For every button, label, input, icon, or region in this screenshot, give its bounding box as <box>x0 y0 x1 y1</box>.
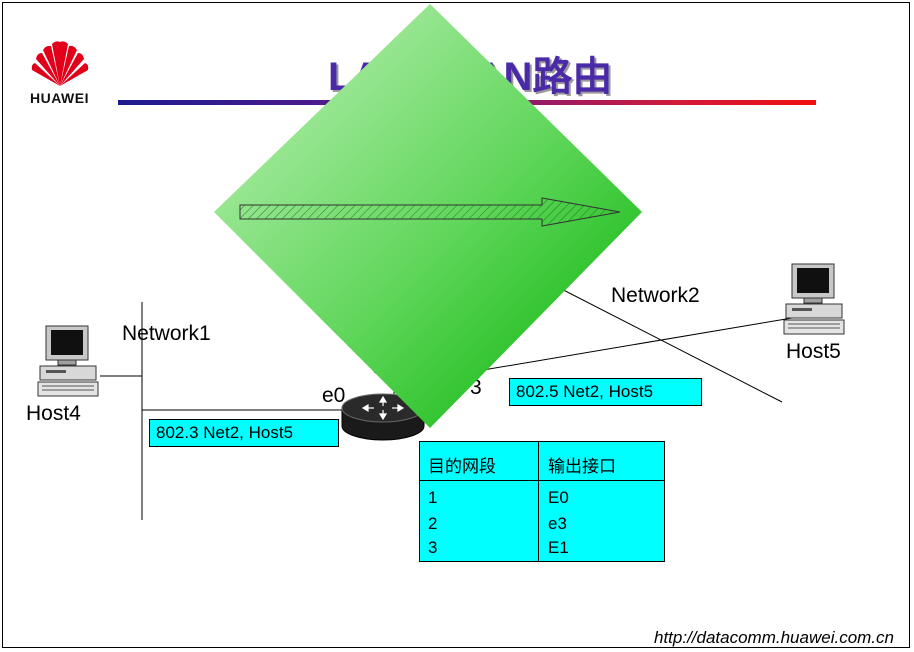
router-port-e0: e0 <box>322 384 346 407</box>
routing-table: 目的网段 输出接口 1 E0 2 e3 3 E1 <box>419 441 665 562</box>
frame-802-5-box: 802.5 Net2, Host5 <box>509 378 702 406</box>
footer-url: http://datacomm.huawei.com.cn <box>653 628 894 647</box>
routing-table-row-2-dest: 2 <box>428 514 438 533</box>
network1-label: Network1 <box>122 322 211 345</box>
frame-802-3-box: 802.3 Net2, Host5 <box>149 419 339 447</box>
router-port-e3: 3 <box>470 376 482 399</box>
host5-computer-icon <box>783 263 845 335</box>
routing-table-row-1-iface: E0 <box>548 488 569 507</box>
routing-table-row-3-dest: 3 <box>428 538 438 557</box>
routing-table-row-3-iface: E1 <box>548 538 569 557</box>
logo-wordmark: HUAWEI <box>30 90 89 106</box>
host5-label: Host5 <box>786 340 841 363</box>
huawei-logo-icon <box>31 41 89 86</box>
host4-label: Host4 <box>26 402 81 425</box>
network2-label: Network2 <box>611 284 700 307</box>
host4-computer-icon <box>37 325 99 397</box>
routing-table-iface-header: 输出接口 <box>548 457 616 476</box>
routing-table-row-2-iface: e3 <box>548 514 567 533</box>
routing-table-header <box>420 442 664 481</box>
routing-table-column-divider <box>538 442 539 561</box>
routing-table-dest-header: 目的网段 <box>428 457 496 476</box>
route-direction-arrow-icon <box>239 197 621 227</box>
router-icon <box>341 393 425 441</box>
routing-table-row-1-dest: 1 <box>428 488 438 507</box>
